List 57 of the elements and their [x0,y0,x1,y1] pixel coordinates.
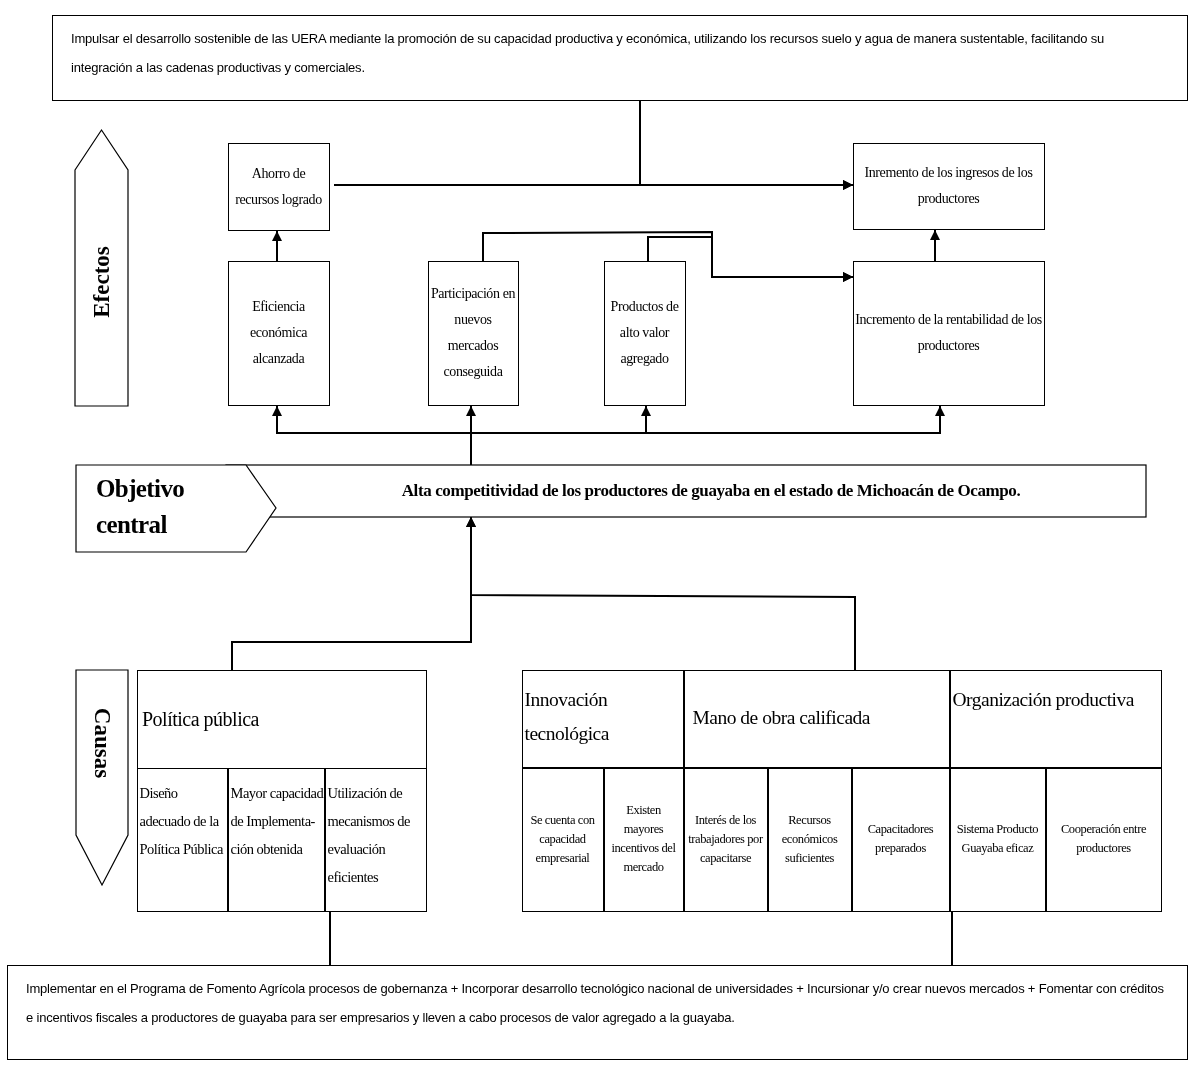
table-cell [603,767,684,912]
arrow-banner [76,670,128,885]
box-text: Innovación tecnológica [524,687,610,746]
connector-arrow [466,516,856,671]
box-text: Mano de obra calificada [692,706,871,730]
effect-box [228,261,330,406]
box-text: Se cuenta con capacidad empresarial [529,811,596,867]
box-text: Implementar en el Programa de Fomento Agrícola procesos de gobernanza + Incorporar desarrollo tecnológico nacional de universidades + Incursionar y/o crear nuevos mercados + Fomentar con créditos e incentivos fiscales a productores de guayaba para ser empresarios y lleven a cabo procesos de valor agregado a la guayaba. [26,980,1165,1027]
cause-table [137,670,427,912]
table-header [521,669,684,768]
box-text: Incremento de la rentabilidad de los productores [855,311,1042,355]
effect-box [853,143,1045,230]
statement-box [52,15,1188,101]
connector-arrow [639,100,854,190]
table-cell [227,767,325,912]
table-cell [521,767,604,912]
table-cell [767,767,852,912]
effect-box [853,261,1045,406]
box-text: Causas [89,707,115,779]
box-text: Productos de alto valor agregado [609,298,680,368]
box-text: Ahorro de recursos logrado [234,164,323,209]
connector-arrow [647,236,854,282]
statement-box [7,965,1188,1060]
arrow-banner [75,130,128,406]
box-text: Efectos [88,246,115,318]
box-text: Diseño adecuado de la Política Pública [139,783,224,859]
table-cell [851,767,950,912]
cause-table [522,670,1162,912]
box-text: Impulsar el desarrollo sostenible de las UERA mediante la promoción de su capacidad productiva y económica, utilizando los recursos suelo y agua de manera sustentable, facilitando su integración a las cadenas productivas y comerciales. [71,30,1106,77]
objective-banner [76,465,1146,552]
box-text: Participación en nuevos mercados conseguida [430,285,516,381]
box-text: Capacitadores preparados [866,821,935,857]
box-text: Utilización de mecanismos de evaluación eficientes [327,783,411,887]
table-cell [136,767,228,912]
effect-box [604,261,686,406]
box-text: Inremento de los ingresos de los productores [863,164,1034,208]
table-header [949,669,1162,768]
box-text: Objetivo central [96,474,186,540]
connector-arrow [272,230,282,262]
box-text: Interés de los trabajadores por capacitarse [687,811,764,867]
box-text: Mayor capacidad de Implementa- ción obtenida [230,783,324,859]
box-text: Existen mayores incentivos del mercado [610,802,677,876]
box-text: Organización productiva [952,687,1135,712]
table-cell [324,767,427,912]
box-text: Política pública [142,706,259,733]
table-header [683,669,950,768]
box-text: Cooperación entre productores [1059,821,1148,857]
table-cell [1045,767,1162,912]
table-cell [949,767,1046,912]
box-text: Sistema Producto Guayaba eficaz [955,821,1040,857]
box-text: Alta competitividad de los productores de guayaba en el estado de Michoacán de Ocampo. [400,480,1022,502]
connector-arrow [930,229,940,262]
box-text: Recursos económicos suficientes [780,811,839,867]
table-cell [683,767,768,912]
effect-box [228,143,330,231]
effect-box [428,261,519,406]
box-text: Eficiencia económica alcanzada [248,298,308,368]
